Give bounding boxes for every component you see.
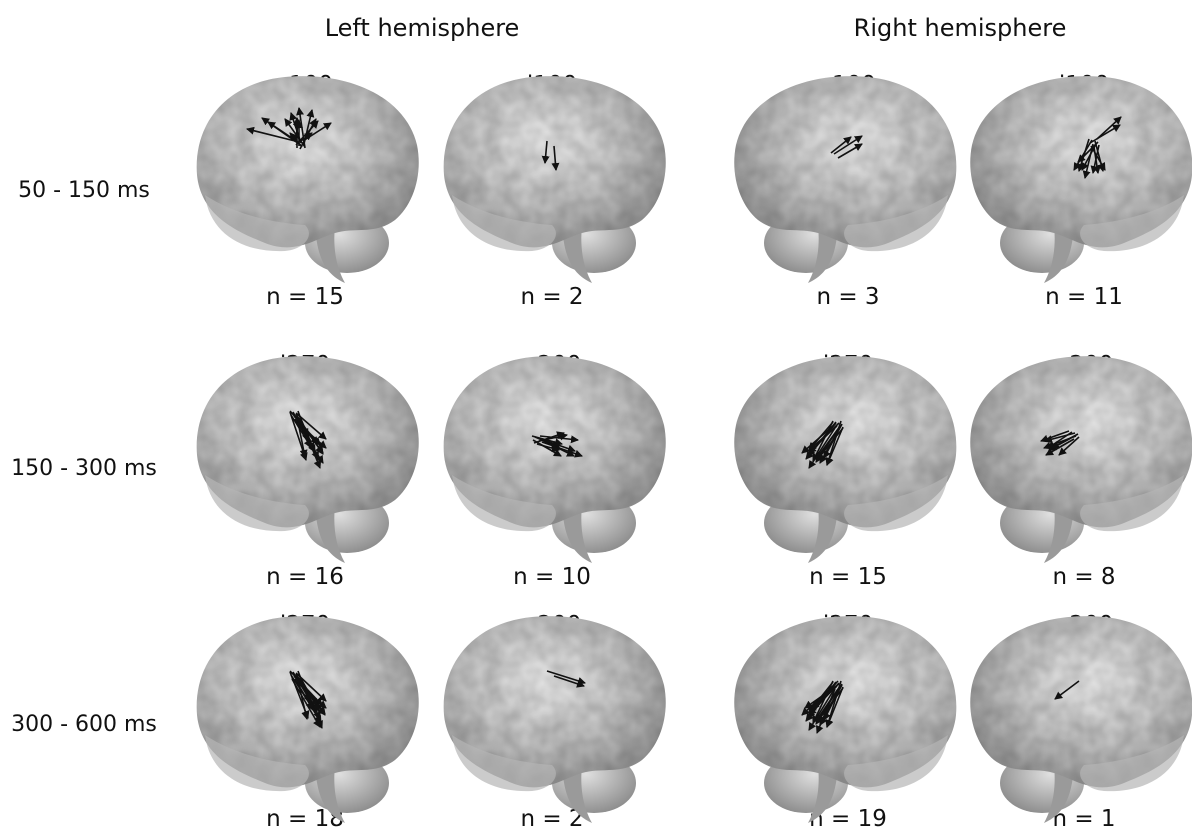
- brain-image: [196, 76, 419, 283]
- dipole-arrow: [296, 676, 310, 720]
- dipole-arrow: [533, 431, 565, 444]
- subject-count: n = 11: [1045, 284, 1123, 310]
- dipole-arrows: [801, 420, 844, 469]
- dipole-arrow: [297, 132, 313, 144]
- brain-image: [734, 356, 957, 563]
- dipole-arrow: [1045, 438, 1075, 456]
- dipole-arrow: [295, 673, 311, 701]
- dipole-arrow: [804, 683, 840, 709]
- dipole-arrow: [1096, 116, 1122, 140]
- brain-image: [734, 616, 957, 823]
- subject-count: n = 15: [266, 284, 344, 310]
- dipole-arrow: [532, 439, 562, 457]
- dipole-arrow: [808, 421, 834, 451]
- brain-image: [970, 616, 1192, 823]
- dipole-arrows: [1054, 680, 1080, 700]
- subject-count: n = 16: [266, 564, 344, 590]
- dipole-arrows: [1073, 116, 1122, 179]
- dipole-arrow: [811, 680, 839, 710]
- right-hemisphere-title: Right hemisphere: [853, 14, 1067, 42]
- dipole-arrow: [1082, 143, 1094, 179]
- brain-image: [443, 616, 666, 823]
- dipole-arrow: [541, 140, 550, 164]
- left-hemisphere-title: Left hemisphere: [324, 14, 520, 42]
- dipole-arrow: [1090, 145, 1106, 171]
- dipole-arrow: [1092, 146, 1101, 174]
- dipole-arrows: [1040, 430, 1080, 456]
- subject-count: n = 10: [513, 564, 591, 590]
- dipole-arrow: [816, 427, 844, 461]
- brain-image: [443, 76, 666, 283]
- dipole-arrow: [296, 416, 308, 458]
- dipole-arrow: [808, 687, 836, 731]
- dipole-arrow: [551, 145, 560, 171]
- brain-image: [196, 616, 419, 823]
- brain-image: [970, 76, 1192, 283]
- time-window-label: 50 - 150 ms: [18, 178, 150, 203]
- dipole-arrow: [805, 422, 837, 460]
- brain-image: [196, 356, 419, 563]
- brain-image: [734, 76, 957, 283]
- dipole-arrow: [541, 441, 583, 458]
- subject-count: n = 2: [520, 284, 584, 310]
- dipole-arrow: [296, 107, 306, 149]
- dipole-arrows: [830, 135, 863, 159]
- dipole-arrow: [830, 136, 852, 154]
- subject-count: n = 2: [520, 806, 584, 832]
- dipole-arrow: [291, 678, 321, 728]
- dipole-arrow: [816, 687, 844, 723]
- dipole-arrow: [539, 435, 579, 444]
- dipole-arrow: [1058, 436, 1080, 456]
- subject-count: n = 8: [1052, 564, 1116, 590]
- dipole-arrow: [819, 684, 843, 726]
- dipole-arrow: [295, 413, 309, 437]
- time-window-label: 150 - 300 ms: [11, 456, 157, 481]
- dipole-arrow: [833, 135, 863, 155]
- dipole-arrows: [289, 410, 327, 469]
- dipole-arrows: [801, 680, 844, 734]
- time-window-label: 300 - 600 ms: [11, 712, 157, 737]
- dipole-arrow: [1077, 141, 1099, 163]
- subject-count: n = 3: [816, 284, 880, 310]
- dipole-arrow: [808, 427, 836, 469]
- subject-count: n = 15: [809, 564, 887, 590]
- dipole-arrow: [553, 675, 585, 688]
- dipole-arrow: [1044, 432, 1076, 444]
- dipole-arrow: [289, 132, 303, 148]
- dipole-arrows: [531, 431, 583, 458]
- dipole-arrows: [546, 670, 586, 688]
- brain-image: [443, 356, 666, 563]
- subject-count: n = 1: [1052, 806, 1116, 832]
- brain-image: [970, 356, 1192, 563]
- dipole-arrows: [246, 107, 332, 150]
- dipole-arrow: [1051, 433, 1079, 449]
- dipole-arrow: [246, 126, 296, 142]
- dipole-arrow: [837, 143, 863, 159]
- dipole-arrows: [541, 140, 560, 171]
- dipole-arrow: [1089, 124, 1121, 144]
- dipole-arrow: [298, 674, 320, 712]
- dipole-arrow: [1054, 680, 1080, 700]
- dipole-arrows: [289, 670, 327, 729]
